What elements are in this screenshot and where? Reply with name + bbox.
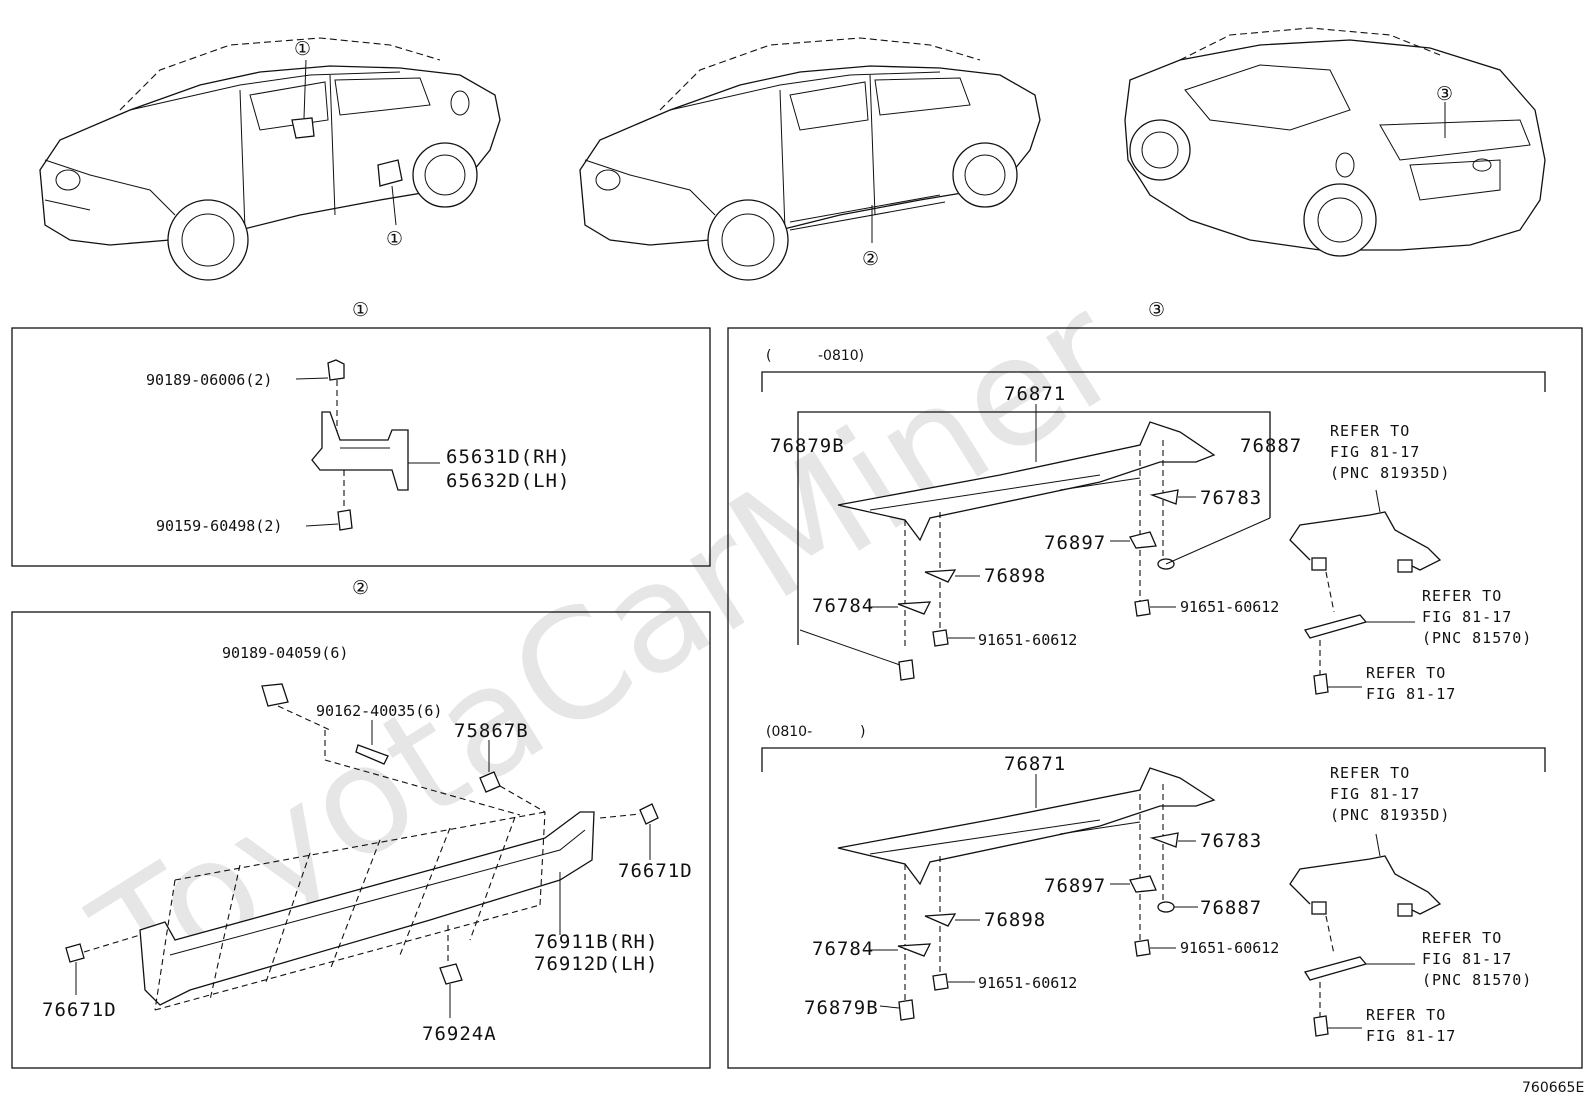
lower-refer2-line2: FIG 81-17: [1422, 950, 1512, 968]
upper-range-end: -0810): [818, 348, 864, 364]
part-76924A: 76924A: [422, 1023, 497, 1045]
lower-part-76783: 76783: [1200, 830, 1262, 852]
lower-part-76871: 76871: [1004, 753, 1066, 775]
callout-three-car: ③: [1436, 83, 1453, 105]
upper-refer2-line2: FIG 81-17: [1422, 608, 1512, 626]
upper-part-76784: 76784: [812, 595, 874, 617]
lower-range-start: (0810-: [766, 724, 812, 740]
part-90189-06006: 90189-06006(2): [146, 371, 272, 389]
lower-stop-lamp-wiring: [1289, 833, 1442, 1037]
section1-box: [11, 327, 711, 567]
part-65632D-lh: 65632D(LH): [446, 470, 570, 492]
car-illustration-front-2: [579, 37, 1041, 281]
lower-refer2-line3: (PNC 81570): [1422, 971, 1532, 989]
upper-spoiler: [799, 421, 1271, 681]
callout-one-top: ①: [294, 38, 311, 60]
upper-refer2-line3: (PNC 81570): [1422, 629, 1532, 647]
car-illustration-front-1: [39, 37, 501, 281]
section1-marker: ①: [352, 299, 369, 321]
lower-refer1-line1: REFER TO: [1330, 764, 1410, 782]
upper-part-76783: 76783: [1200, 487, 1262, 509]
upper-part-91651-b: 91651-60612: [978, 631, 1077, 649]
lower-range-bracket: [761, 747, 1546, 772]
section3-marker: ③: [1148, 299, 1165, 321]
lower-part-76897: 76897: [1044, 875, 1106, 897]
part-76912D-lh: 76912D(LH): [534, 953, 658, 975]
part-76911B-rh: 76911B(RH): [534, 931, 658, 953]
lower-refer2-line1: REFER TO: [1422, 929, 1502, 947]
lower-part-76898: 76898: [984, 909, 1046, 931]
part-90189-04059: 90189-04059(6): [222, 644, 348, 662]
upper-range-open: (: [766, 348, 771, 364]
part-65631D-rh: 65631D(RH): [446, 446, 570, 468]
lower-part-76784: 76784: [812, 938, 874, 960]
part-90162-40035: 90162-40035(6): [316, 702, 442, 720]
lower-range-close: ): [860, 724, 865, 740]
diagram-code: 760665E: [1522, 1080, 1584, 1096]
upper-refer2-line1: REFER TO: [1422, 587, 1502, 605]
part-75867B: 75867B: [454, 720, 529, 742]
part-76671D-left: 76671D: [42, 999, 117, 1021]
lower-part-91651-b: 91651-60612: [978, 974, 1077, 992]
upper-stop-lamp-wiring: [1289, 489, 1442, 695]
lower-spoiler: [837, 767, 1216, 1021]
upper-refer1-line2: FIG 81-17: [1330, 443, 1420, 461]
section3-box: [727, 327, 1583, 1069]
upper-part-76879B: 76879B: [770, 435, 845, 457]
upper-part-76871: 76871: [1004, 383, 1066, 405]
section2-box: [11, 611, 711, 1069]
upper-76871-leader: [797, 411, 1271, 645]
callout-one-bottom: ①: [386, 228, 403, 250]
lower-part-91651-a: 91651-60612: [1180, 939, 1279, 957]
lower-part-76879B: 76879B: [804, 997, 879, 1019]
lower-refer1-line2: FIG 81-17: [1330, 785, 1420, 803]
part-76671D-right: 76671D: [618, 860, 693, 882]
car-illustration-rear: [1124, 27, 1546, 257]
upper-refer1-line1: REFER TO: [1330, 422, 1410, 440]
section2-marker: ②: [352, 577, 369, 599]
bracket-assembly-65631D: [295, 359, 440, 531]
upper-refer3-line1: REFER TO: [1366, 664, 1446, 682]
upper-range-bracket: [761, 371, 1546, 392]
rocker-panel-assembly: [65, 683, 659, 1018]
upper-part-76897: 76897: [1044, 532, 1106, 554]
lower-refer3-line2: FIG 81-17: [1366, 1027, 1456, 1045]
upper-part-76887: 76887: [1240, 435, 1302, 457]
lower-part-76887: 76887: [1200, 897, 1262, 919]
callout-two-car: ②: [862, 248, 879, 270]
lower-refer1-line3: (PNC 81935D): [1330, 806, 1450, 824]
upper-part-76898: 76898: [984, 565, 1046, 587]
lower-refer3-line1: REFER TO: [1366, 1006, 1446, 1024]
upper-refer3-line2: FIG 81-17: [1366, 685, 1456, 703]
upper-refer1-line3: (PNC 81935D): [1330, 464, 1450, 482]
part-90159-60498: 90159-60498(2): [156, 517, 282, 535]
upper-part-91651-a: 91651-60612: [1180, 598, 1279, 616]
